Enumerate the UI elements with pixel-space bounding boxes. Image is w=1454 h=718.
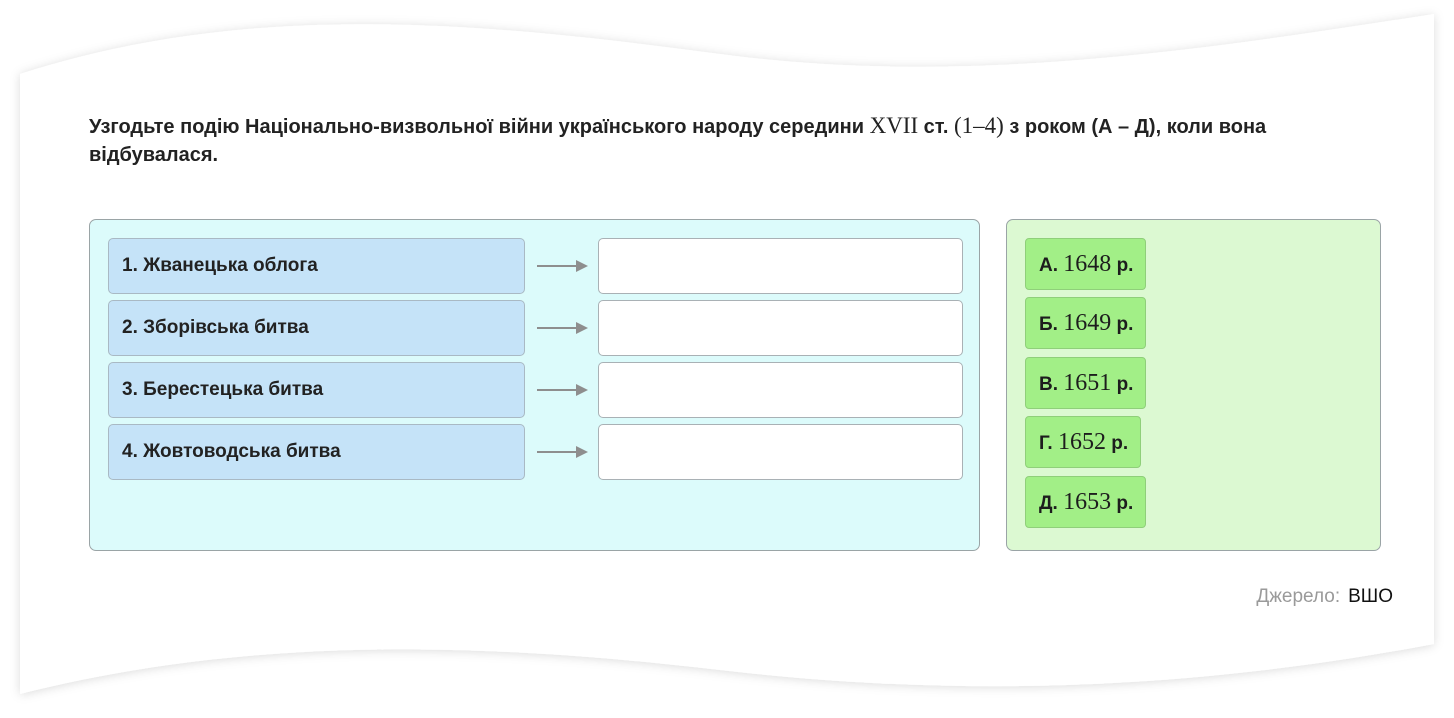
option-letter: А. (1039, 255, 1058, 276)
option-year: 1651 (1063, 370, 1112, 396)
option-suffix: р. (1116, 374, 1134, 395)
answer-drop-zone-2[interactable] (598, 300, 963, 356)
answer-option-a[interactable]: А. 1648 р. (1025, 238, 1147, 290)
arrow-right-icon (537, 446, 588, 458)
option-year: 1653 (1063, 489, 1112, 515)
option-suffix: р. (1111, 433, 1129, 454)
option-suffix: р. (1116, 314, 1134, 335)
question-century: XVII (869, 113, 919, 138)
option-year: 1649 (1063, 310, 1112, 336)
event-row-1: 1. Жванецька облога (108, 238, 964, 294)
source-value: ВШО (1348, 586, 1393, 607)
option-letter: Б. (1039, 314, 1058, 335)
option-year: 1648 (1063, 251, 1112, 277)
option-year: 1652 (1057, 429, 1106, 455)
question-text: Узгодьте подію Національно-визвольної ві… (89, 112, 1349, 169)
option-letter: Г. (1039, 433, 1053, 454)
event-item: 2. Зборівська битва (108, 300, 525, 356)
event-item: 4. Жовтоводська битва (108, 424, 525, 480)
events-panel: 1. Жванецька облога 2. Зборівська битва … (89, 219, 980, 551)
answer-option-v[interactable]: В. 1651 р. (1025, 357, 1147, 409)
source-line: Джерело: ВШО (1256, 586, 1393, 608)
answer-option-h[interactable]: Г. 1652 р. (1025, 416, 1142, 468)
options-panel: А. 1648 р. Б. 1649 р. В. 1651 р. Г. 1652… (1006, 219, 1381, 551)
answer-option-b[interactable]: Б. 1649 р. (1025, 297, 1147, 349)
event-row-2: 2. Зборівська битва (108, 300, 964, 356)
arrow-right-icon (537, 384, 588, 396)
event-item: 3. Берестецька битва (108, 362, 525, 418)
option-suffix: р. (1116, 493, 1134, 514)
event-row-4: 4. Жовтоводська битва (108, 424, 964, 480)
event-row-3: 3. Берестецька битва (108, 362, 964, 418)
answer-drop-zone-1[interactable] (598, 238, 963, 294)
answer-drop-zone-4[interactable] (598, 424, 963, 480)
arrow-right-icon (537, 322, 588, 334)
answer-drop-zone-3[interactable] (598, 362, 963, 418)
option-letter: В. (1039, 374, 1058, 395)
event-item: 1. Жванецька облога (108, 238, 525, 294)
question-range: (1–4) (953, 113, 1004, 138)
question-part-3: з роком (А – Д), коли вона відбувалася. (89, 116, 1267, 166)
question-part-2: ст. (918, 116, 954, 138)
option-suffix: р. (1116, 255, 1134, 276)
source-label: Джерело: (1256, 586, 1341, 607)
answer-option-d[interactable]: Д. 1653 р. (1025, 476, 1147, 528)
question-part-1: Узгодьте подію Національно-визвольної ві… (89, 116, 870, 138)
option-letter: Д. (1039, 493, 1058, 514)
arrow-right-icon (537, 260, 588, 272)
